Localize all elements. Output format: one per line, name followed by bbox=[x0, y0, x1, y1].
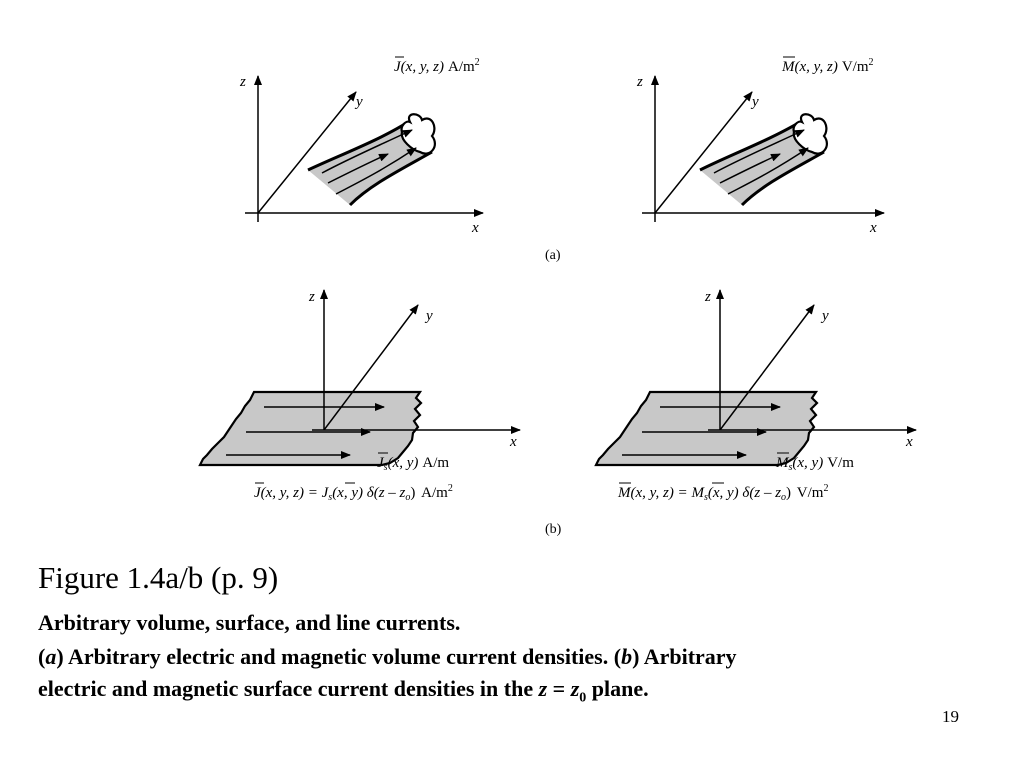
y-axis bbox=[654, 91, 753, 214]
x-axis-label: x bbox=[509, 434, 517, 450]
flow-arrow bbox=[713, 129, 805, 174]
flow-arrow bbox=[335, 147, 417, 195]
x-axis-label: x bbox=[471, 220, 479, 236]
volume-electric-density-label: J(x, y, z)A/m2 bbox=[394, 57, 480, 75]
panel-a-left: z y x J(x, y, z)A/m2 bbox=[239, 56, 484, 236]
surface-magnetic-equation: M(x, y, z) = Ms(x, y) δ(z – zo) V/m2 bbox=[617, 483, 828, 503]
figure-diagram: z y x J(x, y, z)A/m2 z y x M(x, y, z)V/m… bbox=[198, 56, 917, 537]
panel-a-label: (a) bbox=[545, 248, 561, 263]
page-number: 19 bbox=[942, 707, 959, 726]
z-axis-label: z bbox=[239, 74, 246, 90]
z-axis-label: z bbox=[704, 289, 711, 305]
y-axis bbox=[719, 304, 815, 431]
y-axis-label: y bbox=[354, 94, 363, 110]
y-axis bbox=[323, 304, 419, 431]
surface-current-sheet bbox=[594, 390, 819, 467]
caption-line-2: (a) Arbitrary electric and magnetic volu… bbox=[38, 644, 737, 669]
flow-arrow bbox=[719, 153, 781, 184]
y-axis-label: y bbox=[820, 308, 829, 324]
volume-magnetic-density-label: M(x, y, z)V/m2 bbox=[781, 57, 874, 75]
z-axis-label: z bbox=[636, 74, 643, 90]
y-axis-label: y bbox=[750, 94, 759, 110]
surface-current-sheet bbox=[198, 390, 423, 467]
z-axis-label: z bbox=[308, 289, 315, 305]
surface-electric-equation: J(x, y, z) = Js(x, y) δ(z – zo) A/m2 bbox=[254, 483, 453, 503]
flow-arrow bbox=[727, 147, 809, 195]
surface-electric-density-label: Js(x, y)A/m bbox=[377, 455, 449, 473]
caption-line-3: electric and magnetic surface current de… bbox=[38, 676, 649, 706]
volume-current-tube bbox=[700, 122, 824, 205]
y-axis-label: y bbox=[424, 308, 433, 324]
tube-end-cap bbox=[792, 113, 828, 155]
tube-end-cap bbox=[400, 113, 436, 155]
flow-arrow bbox=[321, 129, 413, 174]
panel-b-right: z y x Ms(x, y)V/m M(x, y, z) = Ms(x, y) … bbox=[594, 289, 917, 503]
panel-b-left: z y x Js(x, y)A/m J(x, y, z) = Js(x, y) … bbox=[198, 289, 521, 503]
volume-current-tube bbox=[308, 122, 432, 205]
x-axis-label: x bbox=[905, 434, 913, 450]
panel-b-label: (b) bbox=[545, 522, 562, 537]
x-axis-label: x bbox=[869, 220, 877, 236]
caption-line-1: Arbitrary volume, surface, and line curr… bbox=[38, 610, 461, 635]
flow-arrow bbox=[327, 153, 389, 184]
caption-title: Figure 1.4a/b (p. 9) bbox=[38, 560, 279, 595]
y-axis bbox=[257, 91, 357, 214]
surface-magnetic-density-label: Ms(x, y)V/m bbox=[775, 455, 854, 473]
panel-a-right: z y x M(x, y, z)V/m2 bbox=[636, 56, 885, 236]
